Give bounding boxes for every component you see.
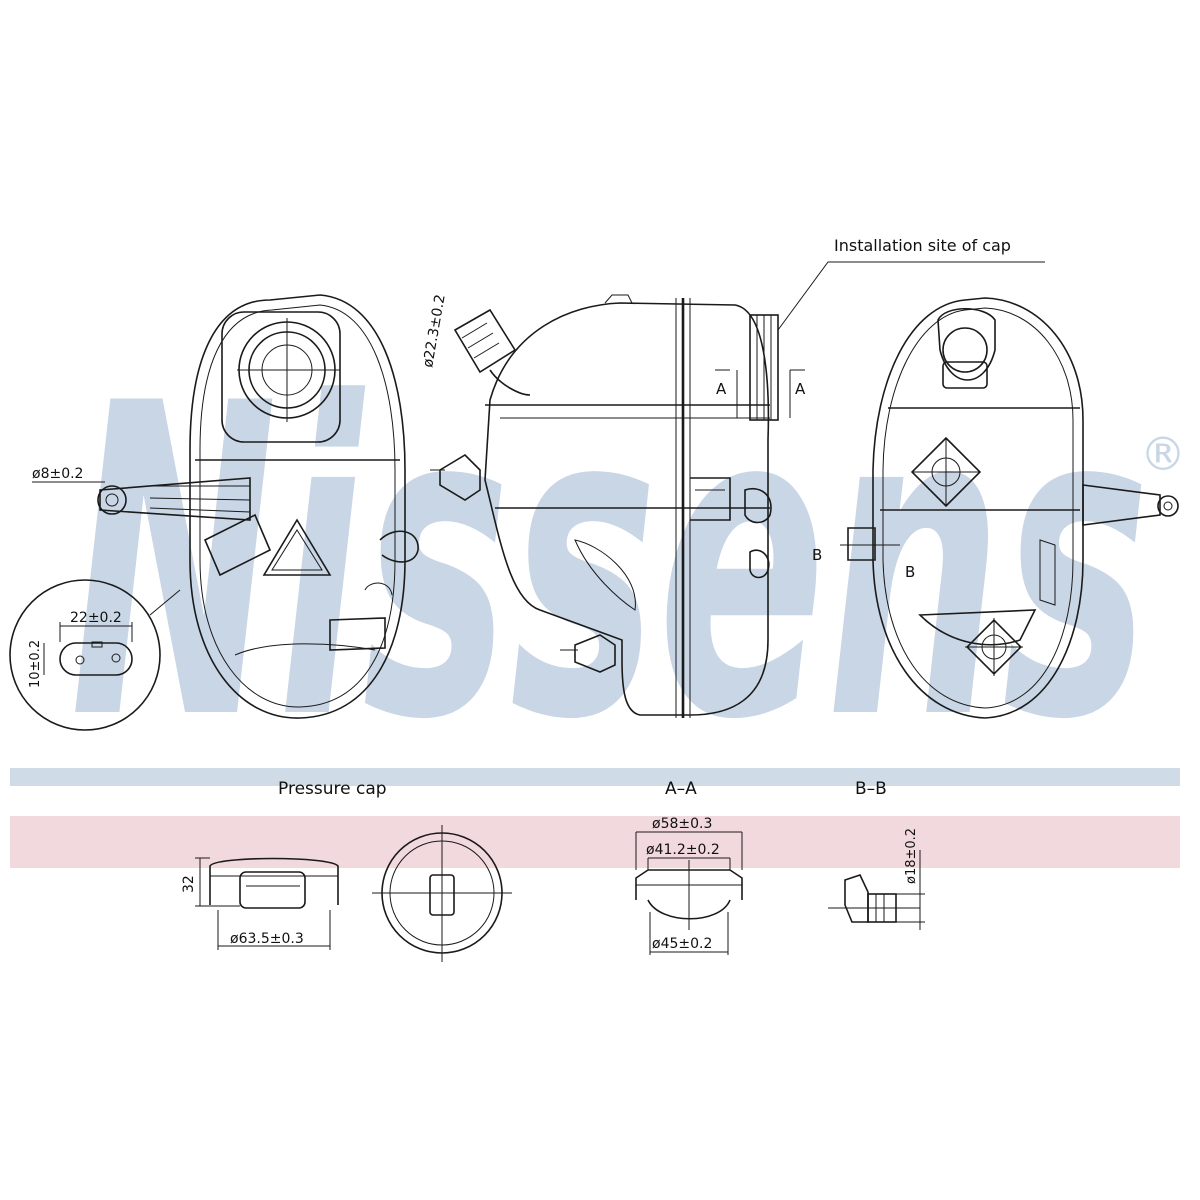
section-bb-label: B–B — [855, 779, 887, 799]
pink-band — [10, 816, 1180, 868]
section-aa-label: A–A — [665, 779, 697, 799]
dim-10: 10±0.2 — [28, 640, 43, 688]
installation-site-label: Installation site of cap — [834, 236, 1011, 255]
tank-right-view — [840, 297, 1179, 719]
dim-aa-d41: ø41.2±0.2 — [646, 842, 720, 858]
tank-left-view — [97, 294, 419, 719]
dim-aa-d45: ø45±0.2 — [652, 936, 712, 952]
section-aa-drawing — [635, 831, 743, 955]
dim-cap-height: 32 — [181, 875, 197, 893]
registered-mark: ® — [1140, 427, 1186, 481]
blue-band — [10, 768, 1180, 786]
section-marker-a-left: A — [716, 380, 727, 398]
pressure-cap-side — [195, 857, 339, 950]
section-marker-b-right: B — [905, 563, 915, 581]
dim-22: 22±0.2 — [70, 610, 122, 626]
detail-circle — [9, 579, 181, 731]
dim-cap-d63: ø63.5±0.3 — [230, 931, 304, 947]
pressure-cap-top — [372, 825, 512, 962]
tank-center-view — [430, 294, 805, 718]
dim-d8: ø8±0.2 — [32, 466, 83, 482]
brand-watermark: Nissens — [70, 314, 1150, 814]
pressure-cap-label: Pressure cap — [278, 779, 387, 799]
section-bb-drawing — [828, 850, 925, 930]
dim-bb-d18: ø18±0.2 — [904, 828, 919, 884]
section-marker-b-left: B — [812, 546, 822, 564]
section-marker-a-right: A — [795, 380, 806, 398]
dim-aa-d58: ø58±0.3 — [652, 816, 712, 832]
